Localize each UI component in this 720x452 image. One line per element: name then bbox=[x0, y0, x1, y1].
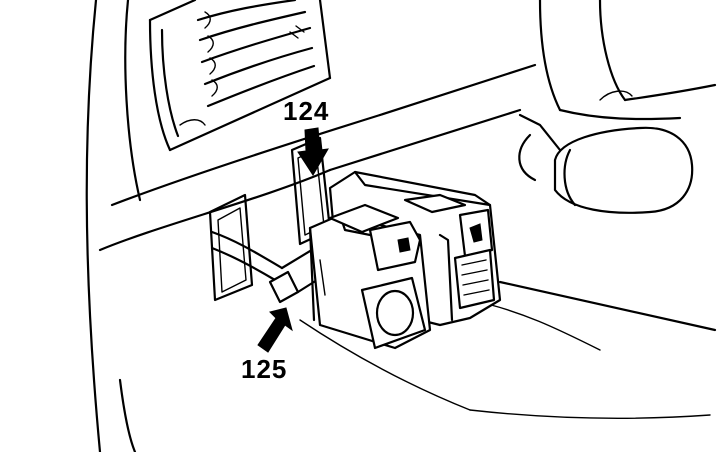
front-switch bbox=[308, 203, 432, 350]
arrow-125 bbox=[257, 307, 293, 353]
air-vent bbox=[148, 0, 332, 152]
arrow-124 bbox=[297, 127, 329, 176]
callout-label-125: 125 bbox=[241, 354, 288, 384]
wiring-harness bbox=[210, 230, 327, 304]
callout-label-124: 124 bbox=[283, 96, 330, 126]
steering-column bbox=[518, 0, 717, 214]
